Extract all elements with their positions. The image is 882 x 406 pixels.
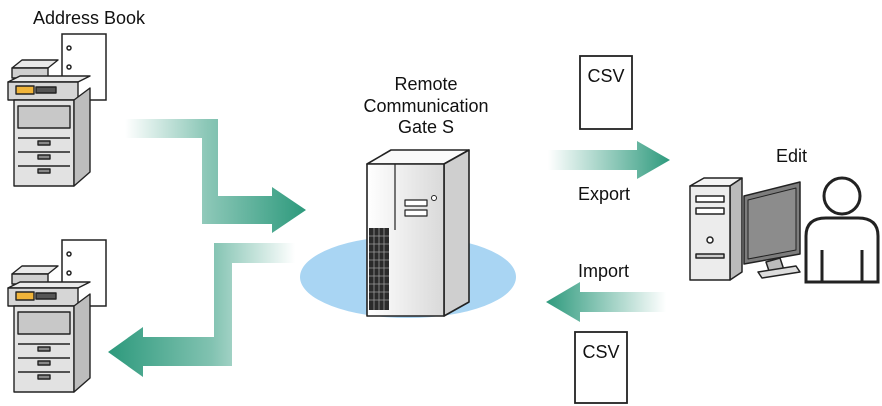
export-label: Export — [578, 184, 630, 204]
export-arrow — [548, 141, 670, 179]
user-icon — [804, 176, 880, 284]
csv-top-label: CSV — [587, 66, 624, 86]
server-label-line-1: Remote — [394, 74, 457, 94]
import-label: Import — [578, 261, 629, 281]
csv-document-icon: CSV — [579, 55, 633, 130]
server-label-line-3: Gate S — [398, 117, 454, 137]
tower-server-icon — [366, 149, 470, 317]
server-label-line-2: Communication — [363, 96, 488, 116]
arrow-printer-to-server — [125, 119, 306, 233]
address-book-label: Address Book — [33, 8, 146, 28]
arrow-server-to-printer — [108, 243, 296, 377]
desktop-computer-icon — [689, 177, 801, 281]
multifunction-printer-icon — [7, 59, 91, 187]
import-arrow — [546, 282, 666, 322]
multifunction-printer-icon — [7, 265, 91, 393]
csv-document-icon: CSV — [574, 331, 628, 404]
edit-label: Edit — [776, 146, 807, 166]
csv-bottom-label: CSV — [582, 342, 619, 362]
